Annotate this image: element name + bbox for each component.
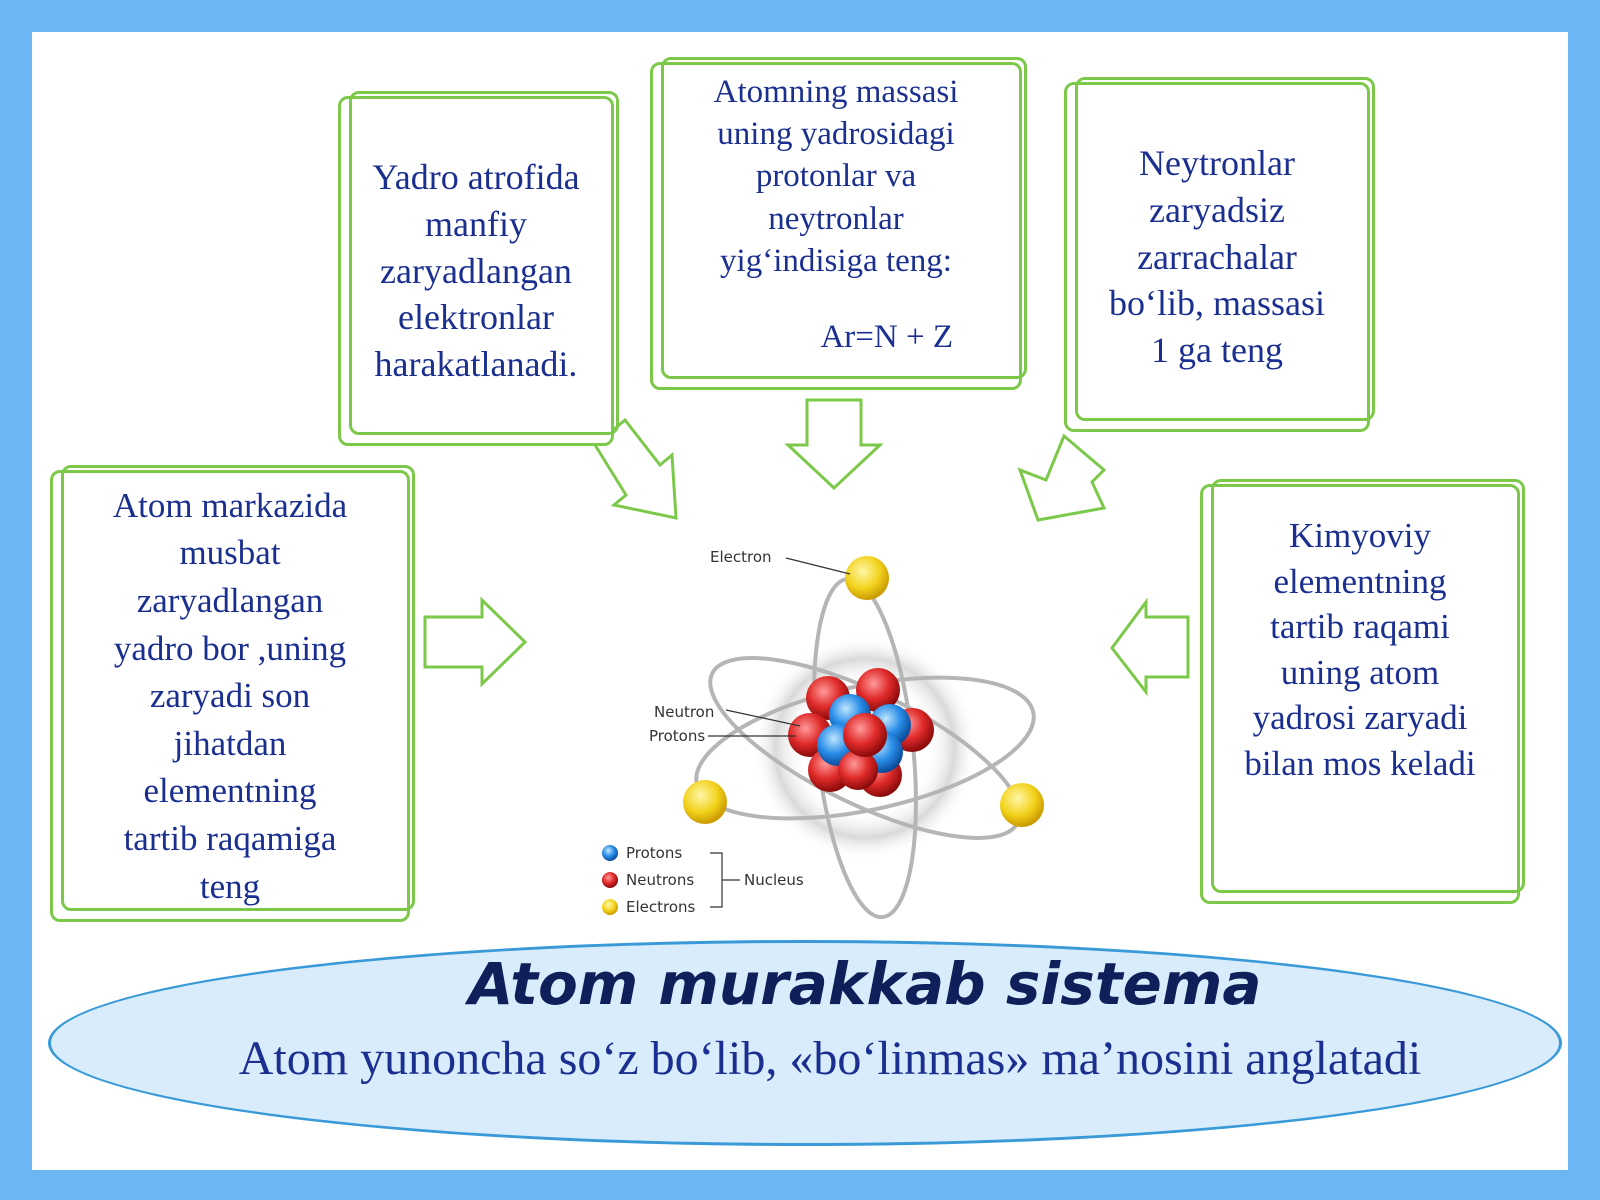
element-info-text: Kimyoviy elementning tartib raqami uning… [1244, 516, 1476, 783]
label-neutron: Neutron [654, 703, 714, 721]
legend-protons: Protons [626, 844, 682, 862]
legend-protons-icon [602, 845, 618, 861]
legend-nucleus: Nucleus [744, 871, 804, 889]
legend-neutrons-icon [602, 872, 618, 888]
nucleus-info-box: Atom markazida musbat zaryadlangan yadro… [50, 465, 415, 922]
mass-info-box: Atomning massasi uning yadrosidagi proto… [650, 57, 1027, 390]
neutron-info-box: Neytronlar zaryadsiz zarrachalar bo‘lib,… [1064, 77, 1375, 432]
banner-subtitle: Atom yunoncha so‘z bo‘lib, «bo‘linmas» m… [238, 1032, 1422, 1085]
arrow-diagonal-down-left-icon [1017, 433, 1107, 522]
mass-info-text: Atomning massasi uning yadrosidagi proto… [713, 74, 959, 279]
nucleus-info-text: Atom markazida musbat zaryadlangan yadro… [112, 485, 348, 906]
arrow-down-icon [784, 398, 884, 491]
nucleus [788, 668, 934, 797]
arrow-right-icon [423, 596, 528, 688]
electron-right [1000, 783, 1044, 827]
mass-formula: Ar=N + Z [820, 319, 953, 356]
atom-illustration: Electron Neutron Protons Protons Neutron… [602, 548, 1044, 920]
legend-electrons-icon [602, 899, 618, 915]
electron-left [683, 780, 727, 824]
arrow-diagonal-down-right-icon [593, 417, 678, 520]
summary-banner [48, 940, 1562, 1146]
label-protons: Protons [649, 727, 705, 745]
neutron-info-text: Neytronlar zaryadsiz zarrachalar bo‘lib,… [1109, 143, 1325, 371]
legend-neutrons: Neutrons [626, 871, 694, 889]
arrow-left-icon [1110, 597, 1190, 697]
legend-bracket [710, 852, 740, 908]
element-info-box: Kimyoviy elementning tartib raqami uning… [1200, 479, 1525, 904]
electron-top [845, 556, 889, 600]
electrons-info-text: Yadro atrofida manfiy zaryadlangan elekt… [372, 157, 580, 385]
label-electron: Electron [710, 548, 772, 566]
legend-electrons: Electrons [626, 898, 696, 916]
electrons-info-box: Yadro atrofida manfiy zaryadlangan elekt… [338, 91, 619, 446]
banner-title: Atom murakkab sistema [468, 950, 1262, 1018]
